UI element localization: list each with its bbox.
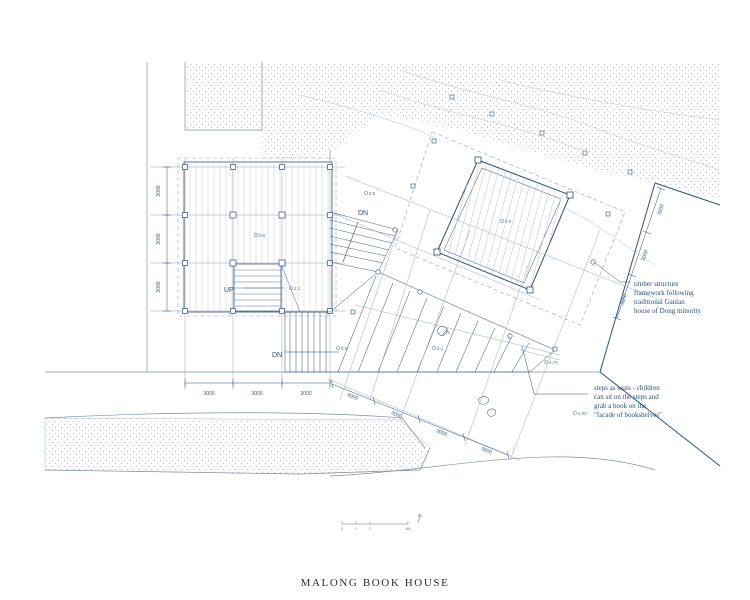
dim-bottom-1: 3000 [203, 391, 214, 397]
level-label-6: 2.75 [549, 360, 558, 365]
left-pavilion [150, 158, 345, 390]
stair-dn-upper [329, 211, 399, 273]
dim-diag-3: 3000 [435, 428, 448, 438]
square-pavilion [433, 156, 574, 294]
scale-tick-0: 0 [341, 527, 343, 531]
up-label: UP [224, 287, 234, 294]
annotation-steps: steps as seats - children can sit on the… [594, 384, 662, 419]
dn-label-lower: DN [272, 352, 282, 359]
level-label-8: 2.1 [294, 286, 301, 291]
terrain-south [44, 417, 431, 475]
north-arrow-icon [417, 513, 422, 524]
level-markers [254, 191, 577, 415]
dim-left-3: 3000 [156, 281, 162, 292]
level-label-3: 0.0 [505, 219, 512, 224]
dim-diag-1: 3000 [346, 392, 359, 402]
scale-tick-1: 1 [355, 527, 357, 531]
people-figures [436, 326, 496, 417]
level-label-1: 0.5 [369, 191, 376, 196]
dn-label-upper: DN [358, 210, 368, 217]
dimension-lines [163, 166, 666, 460]
dim-bottom-3: 3000 [300, 391, 311, 397]
level-label-5: 0.5 [341, 346, 348, 351]
scale-tick-2: 2 [369, 527, 371, 531]
dim-diag-2: 3000 [390, 410, 403, 420]
level-label-4: 2.1 [437, 346, 444, 351]
scale-bar [341, 521, 409, 525]
scale-tick-3: 5M [406, 527, 411, 531]
annotation-leaders [521, 261, 630, 395]
level-label-2: 0.0 [259, 233, 266, 238]
terrain-north [185, 62, 720, 200]
dim-bottom-2: 3000 [251, 391, 262, 397]
site-boundary [599, 182, 721, 467]
dashed-outlines [177, 131, 626, 326]
rotated-grid [329, 175, 661, 461]
dim-left-1: 3000 [156, 185, 162, 196]
dim-right-3: 3000 [619, 293, 628, 306]
contour-lines [299, 69, 721, 266]
drawing-title: MALONG BOOK HOUSE [301, 577, 450, 589]
site-posts [350, 94, 633, 352]
dim-right-1: 3000 [656, 203, 665, 216]
level-label-7: 4.00 [578, 411, 587, 416]
dim-right-2: 3000 [640, 249, 649, 262]
dim-diag-4: 3000 [480, 446, 493, 456]
annotation-timber: timber structure framework following tra… [634, 280, 702, 315]
dim-left-2: 3000 [156, 233, 162, 244]
